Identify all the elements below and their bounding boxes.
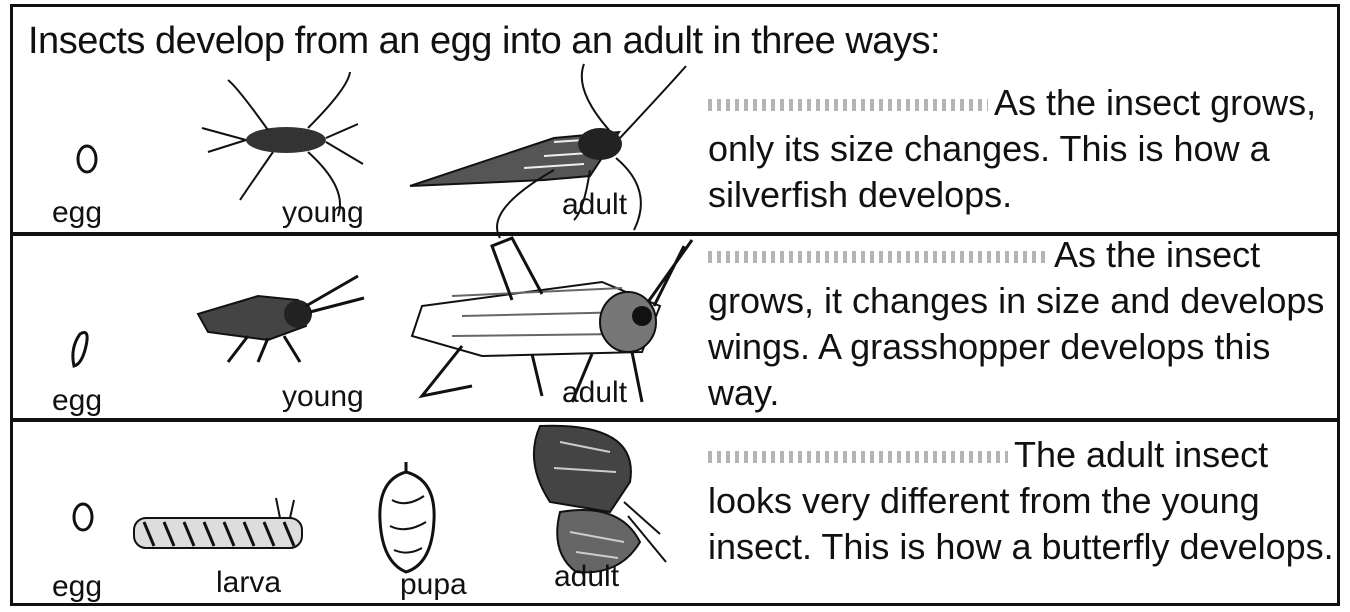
silverfish-description: As the insect grows, only its size chang… — [708, 80, 1338, 218]
obscured-heading — [708, 251, 1048, 263]
silverfish-young-label: young — [282, 196, 364, 230]
silverfish-adult-label: adult — [562, 188, 627, 222]
intro-text: Insects develop from an egg into an adul… — [28, 20, 940, 63]
obscured-heading — [708, 451, 1008, 463]
butterfly-adult-drawing — [520, 422, 670, 582]
grasshopper-young-label: young — [282, 380, 364, 414]
butterfly-egg-label: egg — [52, 570, 102, 604]
obscured-heading — [708, 99, 988, 111]
grasshopper-adult-label: adult — [562, 376, 627, 410]
row-divider-2 — [10, 418, 1340, 422]
grasshopper-young-drawing — [188, 266, 368, 366]
silverfish-egg-drawing — [74, 142, 100, 176]
butterfly-larva-drawing — [130, 494, 310, 560]
grasshopper-egg-drawing — [68, 328, 90, 370]
grasshopper-egg-label: egg — [52, 384, 102, 418]
butterfly-description: The adult insect looks very different fr… — [708, 432, 1338, 570]
butterfly-pupa-label: pupa — [400, 568, 467, 602]
butterfly-egg-drawing — [70, 500, 96, 534]
butterfly-adult-label: adult — [554, 560, 619, 594]
butterfly-larva-label: larva — [216, 566, 281, 600]
grasshopper-adult-drawing — [392, 236, 712, 406]
silverfish-egg-label: egg — [52, 196, 102, 230]
butterfly-pupa-drawing — [372, 460, 442, 576]
grasshopper-description: As the insect grows, it changes in size … — [708, 232, 1338, 416]
silverfish-adult-drawing — [404, 60, 704, 240]
